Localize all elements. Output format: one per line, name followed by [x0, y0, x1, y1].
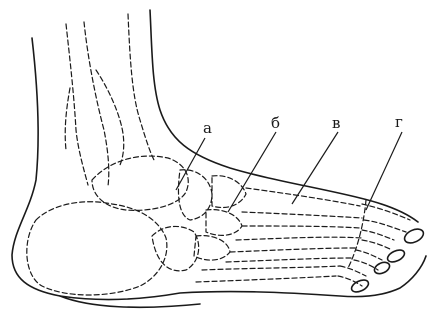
metatarsal-3: [226, 248, 355, 262]
leader-line-g: [366, 132, 402, 210]
metatarsal-1: [242, 188, 362, 218]
phalanges-1: [362, 204, 410, 232]
toenail-1: [402, 226, 425, 245]
cuboid-outline: [152, 226, 199, 270]
cuneiform-2: [206, 210, 242, 236]
fibula-front: [66, 24, 88, 185]
fibula-inner: [96, 70, 124, 165]
toenail-2: [386, 248, 407, 265]
label-g: г: [395, 113, 403, 131]
calcaneus-outline: [27, 202, 167, 295]
phalanges-2: [362, 230, 394, 250]
talus-outline: [92, 156, 188, 210]
leg-back-outline: [12, 38, 426, 300]
toenail-3: [373, 260, 392, 276]
cuneiform-3: [194, 236, 230, 260]
label-v: в: [332, 114, 340, 132]
metatarsal-4: [196, 266, 340, 282]
metatarsal-2: [236, 226, 362, 240]
tibia-outline: [128, 14, 154, 160]
tibia-inner: [65, 88, 70, 150]
leader-line-b: [228, 132, 276, 212]
toenail-4: [350, 278, 371, 295]
leader-line-v: [292, 132, 338, 204]
phalanges-4: [338, 266, 366, 286]
label-a: а: [203, 119, 212, 137]
label-b: б: [271, 114, 280, 132]
fibula-back: [84, 22, 109, 186]
leg-front-outline: [150, 10, 418, 222]
phalanges-3: [354, 250, 382, 270]
